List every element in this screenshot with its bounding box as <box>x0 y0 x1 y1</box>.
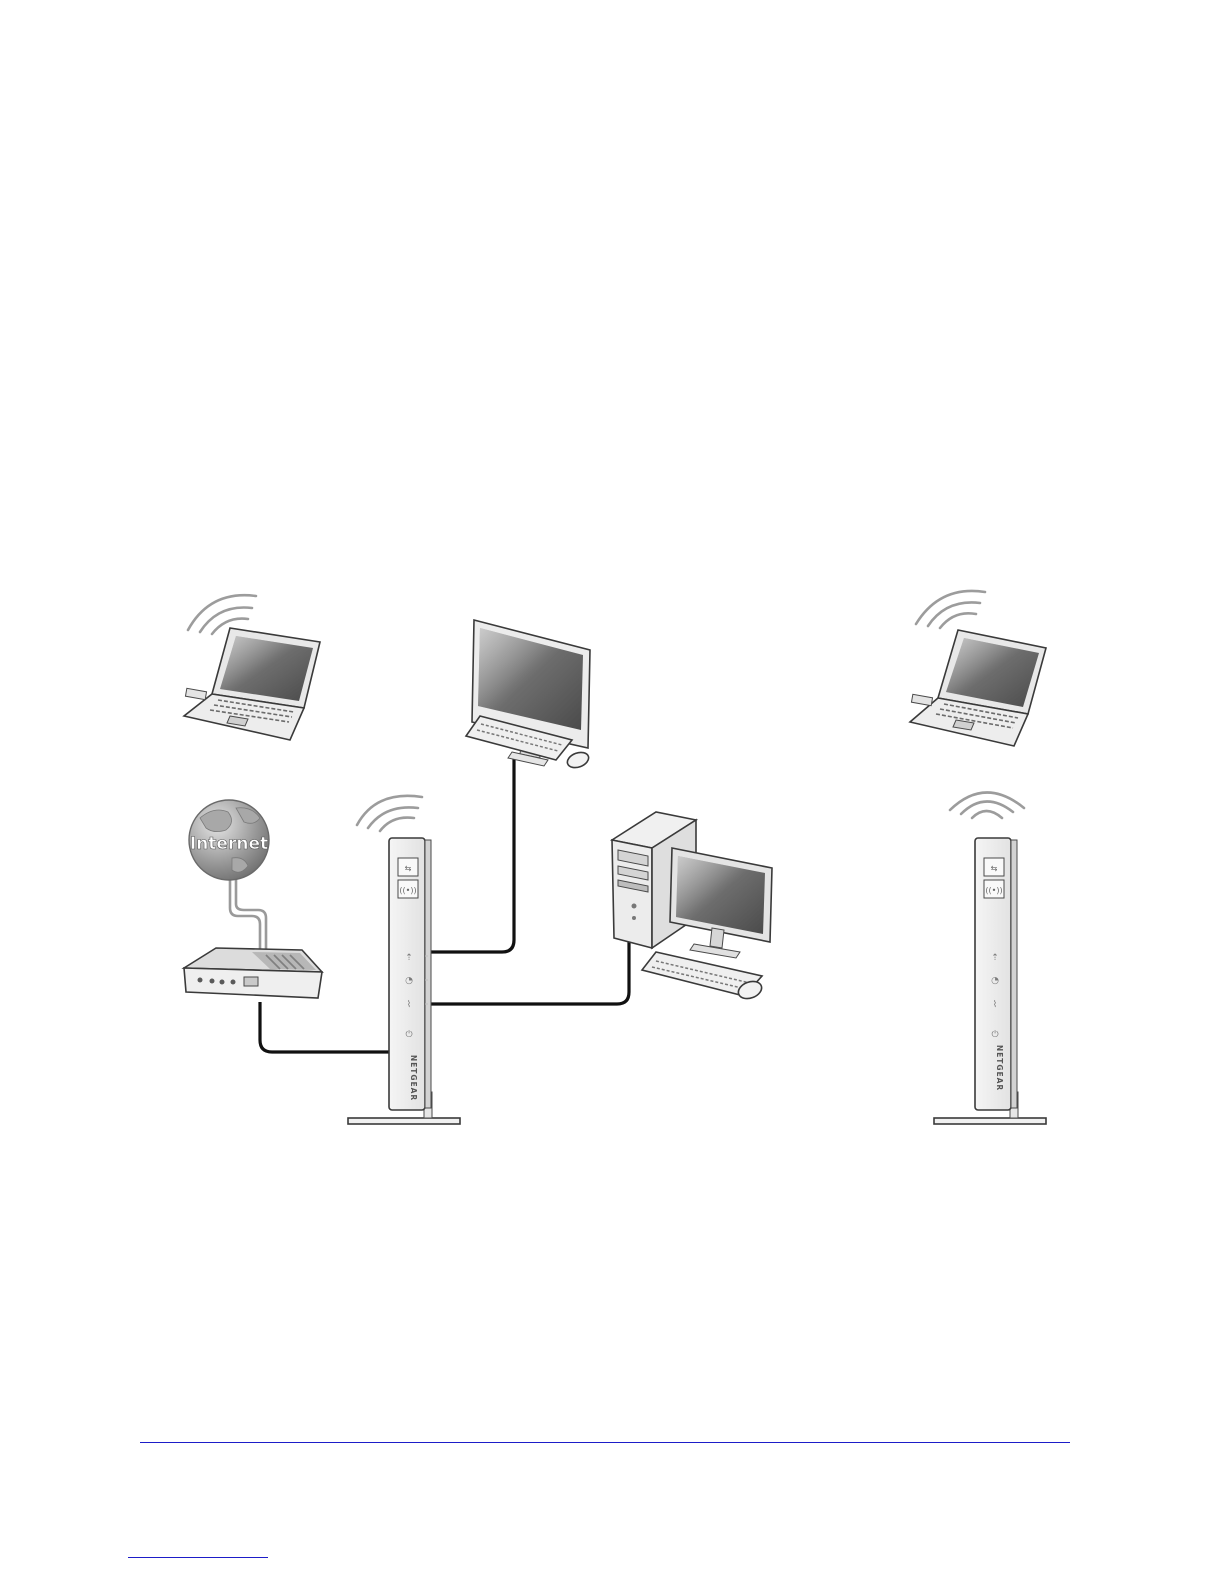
svg-text:⏻: ⏻ <box>405 1029 412 1040</box>
svg-text:◔: ◔ <box>405 976 413 986</box>
cable-internet-modem-inner <box>236 878 266 960</box>
internet-label: Internet <box>190 834 268 854</box>
wireless-router-icon: ⇆ ((•)) ⇡ ◔ ⌇ ⏻ NETGEAR <box>934 838 1046 1124</box>
cable-modem-icon <box>184 948 322 998</box>
globe-icon: Internet <box>189 800 269 880</box>
laptop-icon <box>184 628 320 740</box>
wifi-signal-icon <box>188 591 1024 831</box>
lcd-monitor-icon <box>670 848 772 958</box>
router-brand-label: NETGEAR <box>409 1055 418 1101</box>
svg-text:⌇: ⌇ <box>407 999 411 1010</box>
cable-modem-router <box>260 1002 390 1052</box>
svg-text:⏻: ⏻ <box>991 1029 998 1040</box>
svg-text:⇆: ⇆ <box>991 864 998 873</box>
svg-text:⇆: ⇆ <box>405 864 412 873</box>
svg-text:((•)): ((•)) <box>399 886 416 895</box>
svg-text:⇡: ⇡ <box>991 953 999 963</box>
router-brand-label: NETGEAR <box>995 1045 1004 1091</box>
svg-text:⇡: ⇡ <box>405 953 413 963</box>
mouse-icon <box>565 750 590 771</box>
footer-rule <box>140 1442 1070 1443</box>
svg-text:◔: ◔ <box>991 976 999 986</box>
svg-text:⌇: ⌇ <box>993 999 997 1010</box>
svg-text:((•)): ((•)) <box>985 886 1002 895</box>
cable-imac-router <box>428 755 514 952</box>
cable-pc-router <box>428 940 629 1004</box>
footnote-rule <box>128 1557 268 1558</box>
wireless-router-icon: ⇆ ((•)) ⇡ ◔ ⌇ ⏻ NETGEAR <box>348 838 460 1124</box>
laptop-icon <box>910 630 1046 746</box>
